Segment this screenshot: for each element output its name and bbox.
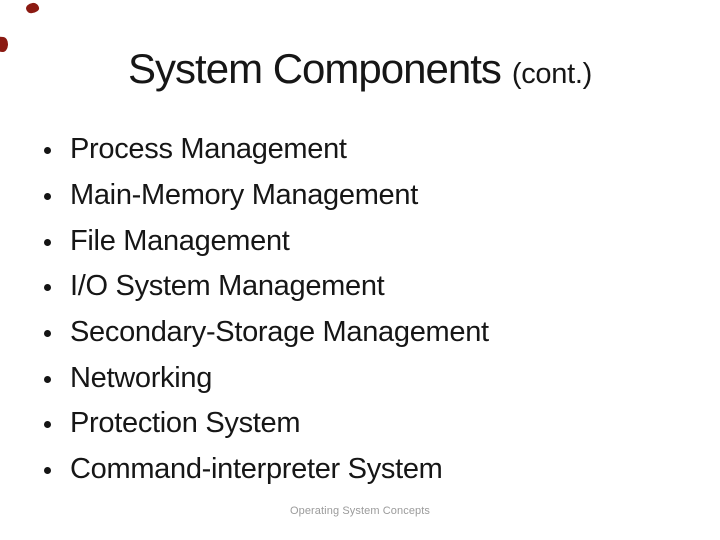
bullet-label: Main-Memory Management [70, 178, 418, 211]
bullet-label: File Management [70, 224, 290, 257]
slide-title-main: System Components [128, 45, 502, 92]
bullet-label: Protection System [70, 407, 301, 440]
bullet-icon [44, 238, 51, 246]
bullet-label: I/O System Management [70, 270, 385, 303]
bullet-label: Process Management [70, 133, 347, 166]
bullet-icon [44, 421, 51, 429]
bullet-icon [44, 147, 51, 155]
bullet-icon [44, 329, 51, 337]
slide-title-suffix: (cont.) [511, 58, 592, 90]
list-item: Main-Memory Management [44, 173, 700, 219]
bullet-icon [44, 284, 51, 292]
bullet-icon [44, 192, 51, 200]
list-item: Secondary-Storage Management [44, 310, 700, 356]
list-item: Protection System [44, 401, 700, 447]
bullet-icon [44, 466, 51, 474]
bullet-label: Command-interpreter System [70, 452, 443, 485]
list-item: Networking [44, 355, 700, 401]
list-item: I/O System Management [44, 264, 700, 310]
bullet-label: Secondary-Storage Management [70, 315, 489, 348]
list-item: Process Management [44, 127, 700, 173]
slide-title: System Components (cont.) [0, 48, 720, 90]
list-item: Command-interpreter System [44, 447, 700, 493]
slide-footer: Operating System Concepts [289, 505, 431, 517]
bullet-label: Networking [70, 361, 213, 394]
bullet-icon [44, 375, 51, 383]
red-ink-mark-icon [25, 2, 40, 14]
list-item: File Management [44, 218, 700, 264]
bullet-list: Process Management Main-Memory Managemen… [44, 127, 700, 492]
